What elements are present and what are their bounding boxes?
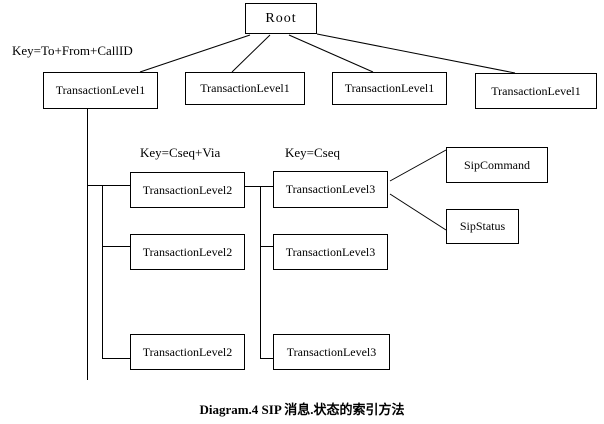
node-transaction-level3-1: TransactionLevel3 <box>273 171 388 208</box>
node-transaction-level2-1: TransactionLevel2 <box>130 172 245 208</box>
key-label-level2: Key=Cseq+Via <box>140 145 221 160</box>
node-transaction-level1-3: TransactionLevel1 <box>332 72 447 105</box>
node-root: Root <box>245 3 317 34</box>
connector-level3-sipstatus <box>389 193 447 231</box>
key-label-level3: Key=Cseq <box>285 145 340 160</box>
connector-level3-sipcommand <box>389 149 447 182</box>
connector-root-level1-1 <box>139 34 251 73</box>
node-transaction-level3-2: TransactionLevel3 <box>273 234 388 270</box>
node-transaction-level2-3: TransactionLevel2 <box>130 334 245 370</box>
diagram-caption: Diagram.4 SIP 消息.状态的索引方法 <box>199 402 405 417</box>
key-label-level1: Key=To+From+CallID <box>12 43 133 58</box>
connector-root-level1-2 <box>231 34 271 73</box>
connector-root-level1-3 <box>288 34 374 73</box>
node-transaction-level2-2: TransactionLevel2 <box>130 234 245 270</box>
node-transaction-level1-1: TransactionLevel1 <box>43 72 158 109</box>
node-transaction-level3-3: TransactionLevel3 <box>273 334 390 370</box>
node-sipcommand: SipCommand <box>446 147 548 183</box>
node-sipstatus: SipStatus <box>446 209 519 244</box>
connector-root-level1-4 <box>316 33 516 74</box>
node-transaction-level1-2: TransactionLevel1 <box>185 72 305 105</box>
node-transaction-level1-4: TransactionLevel1 <box>475 73 597 109</box>
